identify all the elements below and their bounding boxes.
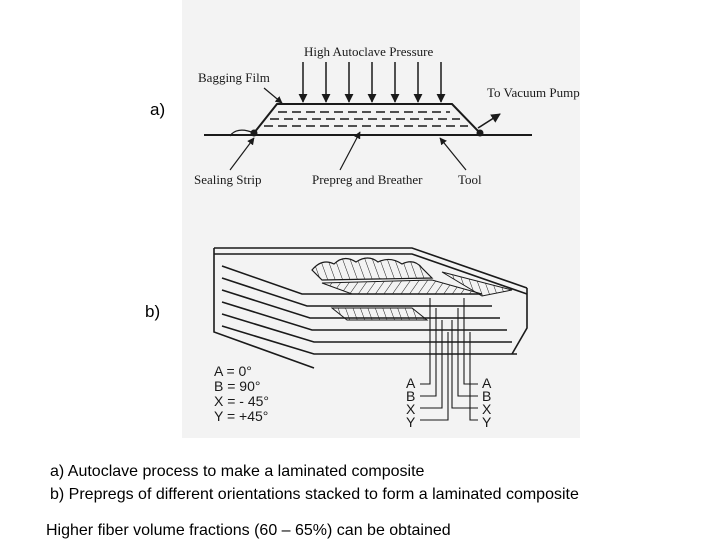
vacuum-line [477,113,501,129]
ply-leaders [420,298,478,421]
bagging-film-label: Bagging Film [198,70,270,85]
pressure-label: High Autoclave Pressure [304,44,433,59]
caption-autoclave: a) Autoclave process to make a laminated… [50,463,425,480]
laminate-stack-diagram: A = 0° B = 90° X = - 45° Y = +45° A B X … [213,247,528,430]
legend-entry-b: B = 90° [214,378,260,394]
legend-entry-x: X = - 45° [214,393,269,409]
caption-fiber-fraction: Higher fiber volume fractions (60 – 65%)… [46,522,451,539]
ply-letter: Y [482,414,492,430]
ply-letters-left: A B X Y [406,375,416,430]
prepreg-leader [339,131,361,171]
sealing-strip-label: Sealing Strip [194,172,262,187]
ply-letter: X [482,401,492,417]
tool-label: Tool [458,172,482,187]
ply-cutaway-3 [441,271,513,297]
pressure-arrows [298,62,446,103]
prepreg-label: Prepreg and Breather [312,172,423,187]
ply-letter: B [482,388,491,404]
legend-entry-a: A = 0° [214,363,252,379]
ply-letter: X [406,401,416,417]
film-edge-left [229,129,255,137]
bagging-film-leader [263,87,283,104]
scanned-figure-background [182,0,580,438]
sealing-strip-right [476,129,484,137]
panel-a-label: a) [150,100,166,119]
ply-cutaway-2 [330,307,429,321]
caption-prepregs: b) Prepregs of different orientations st… [50,486,579,503]
ply-letter: B [406,388,415,404]
panel-b-label: b) [145,302,161,321]
orientation-legend: A = 0° B = 90° X = - 45° Y = +45° [214,363,269,424]
autoclave-diagram: High Autoclave Pressure To Vacuum Pump B… [194,44,580,187]
bagging-film-outline [253,103,481,134]
ply-letters-right: A B X Y [482,375,492,430]
vacuum-label: To Vacuum Pump [487,85,580,100]
ply-letter: Y [406,414,416,430]
sealing-strip-leader [229,137,255,171]
legend-entry-y: Y = +45° [214,408,268,424]
ply-letter: A [482,375,492,391]
top-ply-surface [311,257,434,281]
ply-stack [213,247,528,369]
tool-leader [439,137,467,171]
prepreg-layers [264,111,468,127]
ply-letter: A [406,375,416,391]
